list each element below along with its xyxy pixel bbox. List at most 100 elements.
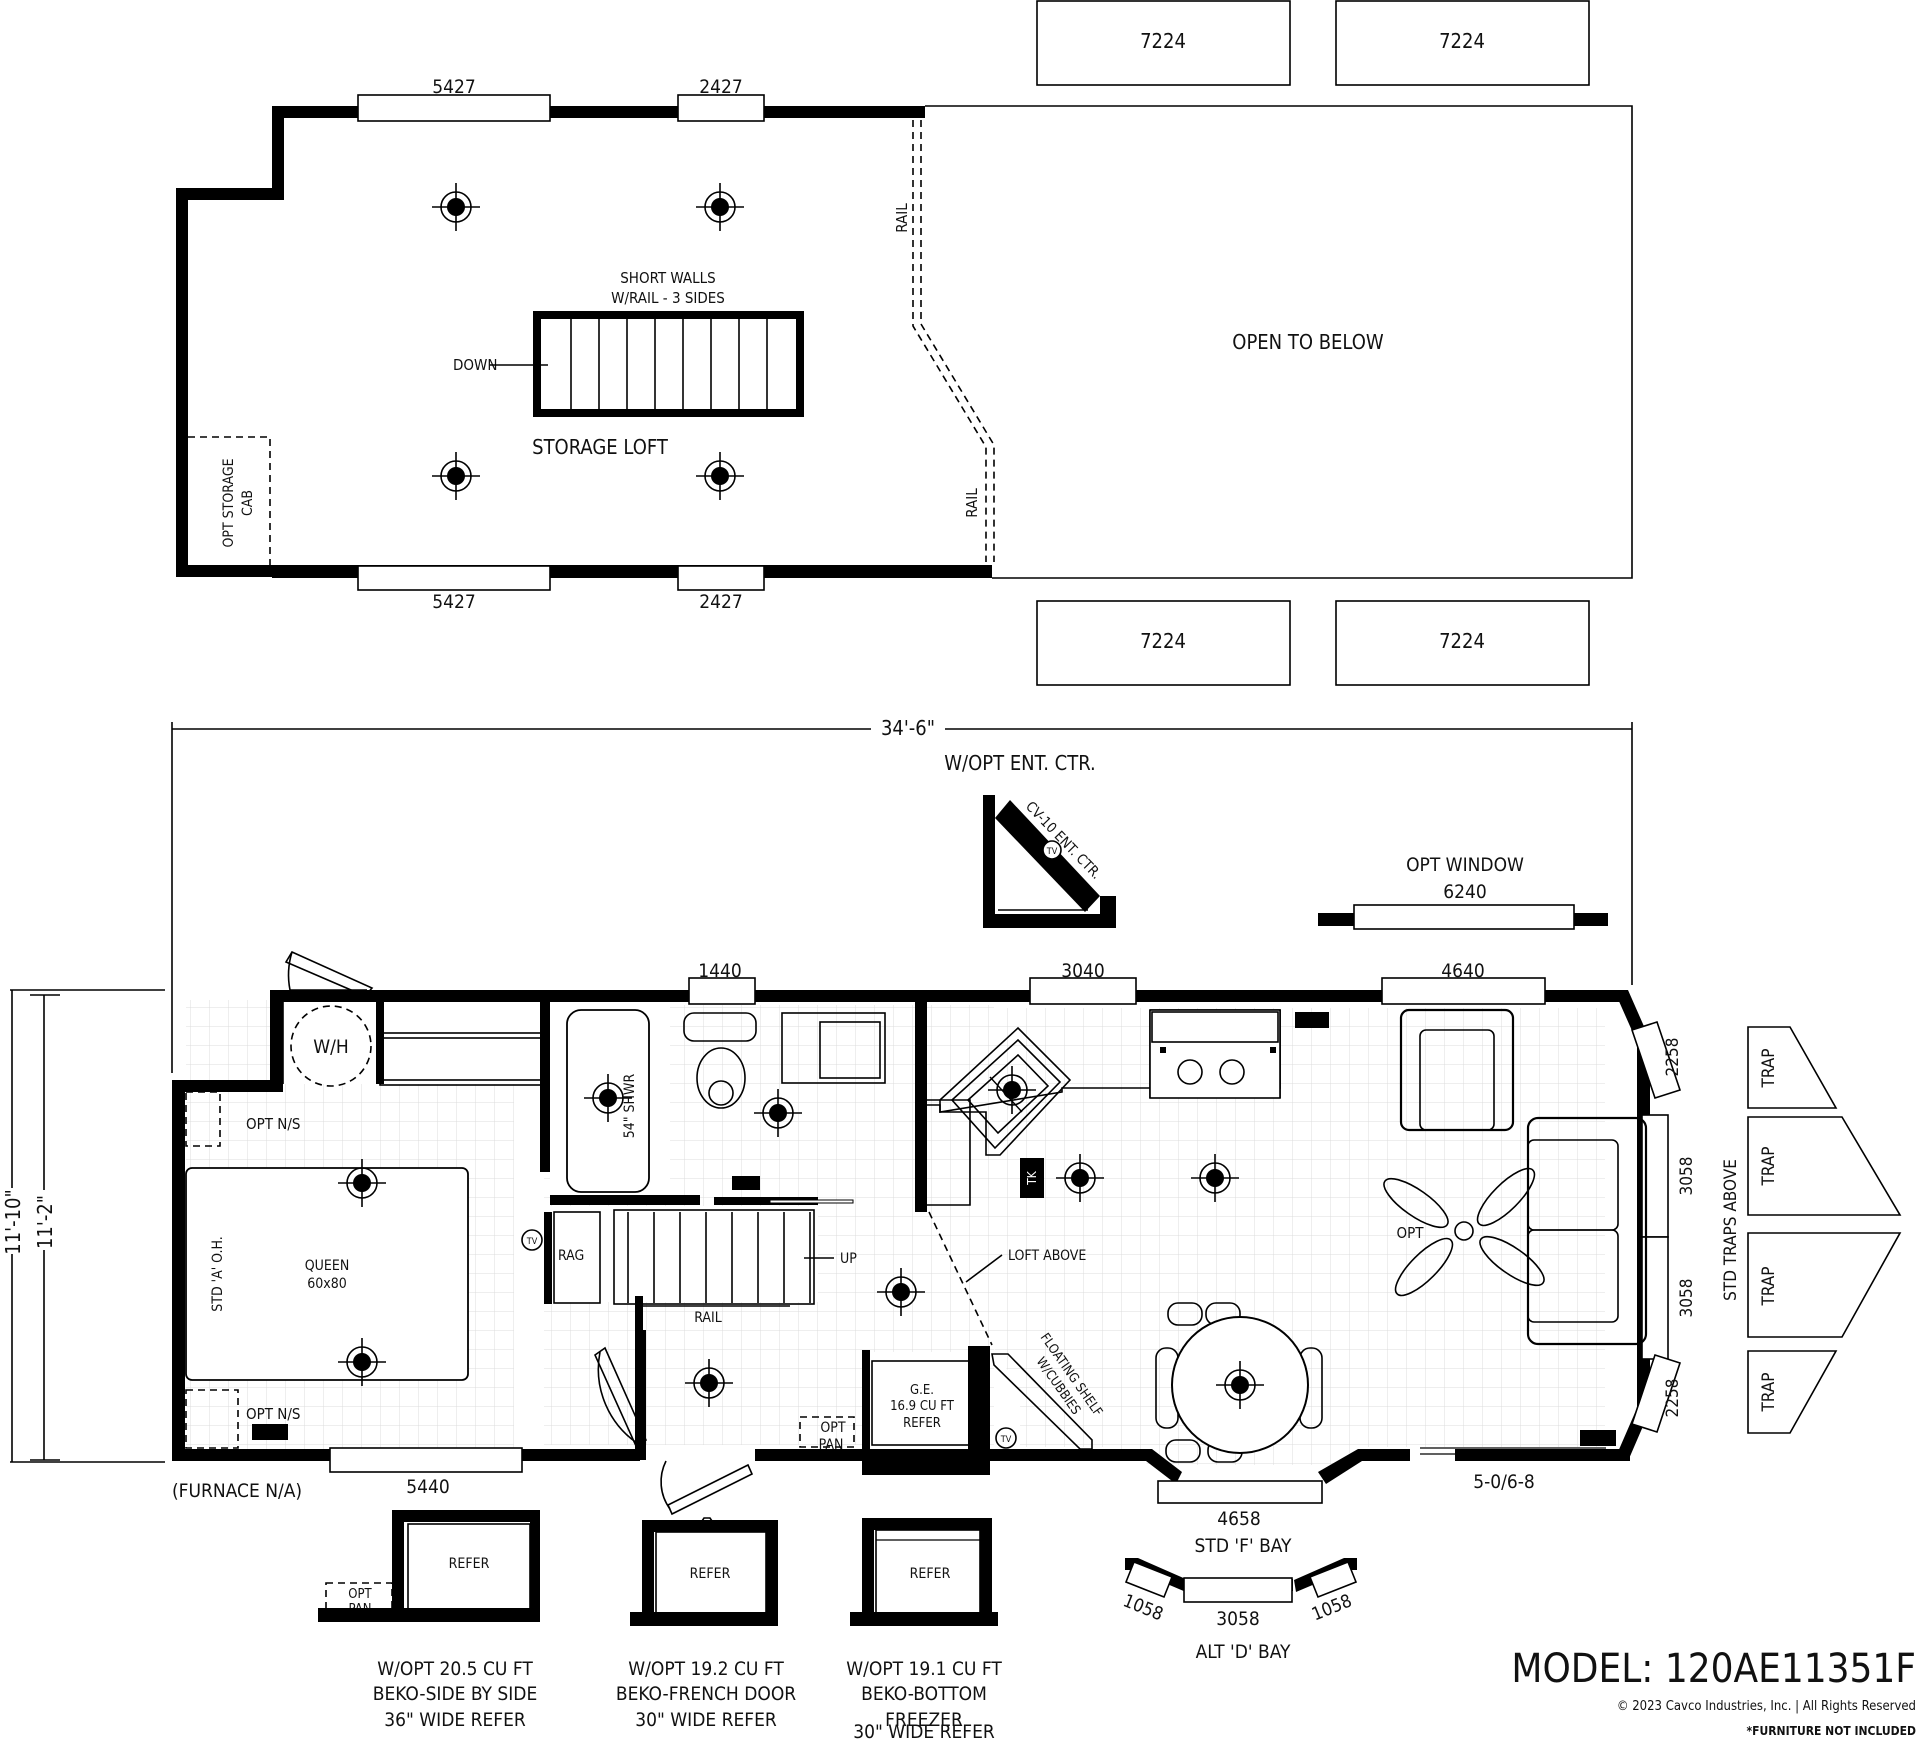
window — [1381, 977, 1546, 1005]
window — [677, 94, 765, 122]
stair-treads — [570, 319, 768, 409]
trap-label: TRAP — [1759, 1049, 1779, 1089]
bay-window — [1157, 1480, 1323, 1504]
opt-pan-label: PAN — [819, 1437, 844, 1453]
option-text: W/OPT 20.5 CU FT — [377, 1658, 533, 1680]
stair-up-label: UP — [840, 1251, 857, 1267]
option-text: BEKO-BOTTOM — [861, 1683, 987, 1705]
window-code: 3058 — [1677, 1157, 1697, 1196]
refer-options: OPT PAN REFER W/OPT 20.5 CU FT BEKO-SIDE… — [318, 1510, 1002, 1740]
window-code: 2427 — [699, 591, 743, 613]
exterior-wall — [270, 990, 283, 1085]
window-code: 1440 — [698, 960, 742, 982]
loft-plan: 7224 7224 5427 2427 5427 2427 OPEN TO BE… — [176, 0, 1633, 686]
tv-icon — [995, 1427, 1017, 1449]
window-code: 5427 — [432, 76, 476, 98]
tv-icon — [521, 1229, 543, 1251]
window-code: 4640 — [1441, 960, 1485, 982]
window — [1630, 1020, 1682, 1100]
dim-outer: 11'-10" — [1, 1189, 25, 1255]
ent-ctr-title: W/OPT ENT. CTR. — [944, 751, 1095, 775]
refer-label: REFER — [449, 1556, 490, 1572]
option-text: W/OPT 19.2 CU FT — [628, 1658, 784, 1680]
ceiling-light-icon — [695, 182, 745, 232]
window — [1029, 977, 1137, 1005]
fridge-label: REFER — [903, 1416, 941, 1431]
opt-window-code: 6240 — [1443, 881, 1487, 903]
skylight-label: 7224 — [1439, 29, 1485, 53]
main-plan: 34'-6" W/OPT ENT. CTR. CV-10 ENT. CTR. T… — [1, 716, 1902, 1557]
exterior-door[interactable] — [666, 1463, 754, 1516]
kitchen-counter — [939, 1026, 1072, 1156]
skylight-label: 7224 — [1140, 29, 1186, 53]
furnace-label: (FURNACE N/A) — [172, 1480, 302, 1502]
loft-above-label: LOFT ABOVE — [1008, 1248, 1086, 1264]
rail-label: RAIL — [963, 488, 981, 518]
loft-rail — [912, 120, 987, 562]
trash-label: TK — [1025, 1170, 1039, 1186]
option-text: 30" WIDE REFER — [635, 1709, 777, 1731]
storage-loft-label: STORAGE LOFT — [532, 435, 669, 459]
entry-door[interactable] — [284, 950, 374, 997]
std-bay-label: STD 'F' BAY — [1195, 1535, 1292, 1557]
exterior-wall-top — [270, 990, 1626, 1002]
stair-note: SHORT WALLS — [620, 269, 716, 287]
traps: TRAP TRAP TRAP TRAP STD TRAPS ABOVE — [1721, 1026, 1902, 1434]
interior-door[interactable] — [593, 1346, 648, 1448]
bay-window — [1124, 1560, 1174, 1599]
water-heater — [290, 1005, 372, 1087]
down-label: DOWN — [453, 356, 497, 374]
ceiling-light-icon — [695, 451, 745, 501]
nightstand-label: OPT N/S — [246, 1115, 301, 1133]
refer-option: REFER W/OPT 19.2 CU FT BEKO-FRENCH DOOR … — [616, 1517, 796, 1731]
bay-wall — [1318, 1449, 1410, 1484]
burner-icon — [1219, 1059, 1245, 1085]
window-code: 5427 — [432, 591, 476, 613]
alt-bay-label: ALT 'D' BAY — [1196, 1641, 1291, 1663]
ceiling-light-icon — [431, 451, 481, 501]
queen-bed — [185, 1167, 469, 1381]
skylight-box — [1036, 0, 1291, 86]
window — [357, 565, 551, 591]
tv-icon — [1042, 840, 1062, 860]
window-code: 3040 — [1061, 960, 1105, 982]
refer-option: OPT PAN REFER W/OPT 20.5 CU FT BEKO-SIDE… — [318, 1510, 540, 1731]
dishwasher — [927, 1099, 971, 1206]
furniture-note: *FURNITURE NOT INCLUDED — [1746, 1724, 1916, 1738]
option-text: W/OPT 19.1 CU FT — [846, 1658, 1002, 1680]
toilet-fan-icon — [708, 1080, 734, 1106]
rail-label: RAIL — [893, 203, 911, 233]
tv-label: TV — [1000, 1435, 1012, 1445]
exterior-wall-left — [172, 1080, 185, 1458]
bay-wall — [1110, 1449, 1182, 1484]
trap-label: TRAP — [1759, 1147, 1779, 1187]
window-code: 2258 — [1663, 1038, 1683, 1077]
window-code: 2427 — [699, 76, 743, 98]
exterior-wall-bottom — [1455, 1449, 1630, 1461]
opt-storage-cab — [188, 436, 271, 565]
opt-pan-label: OPT — [820, 1420, 846, 1436]
window — [329, 1447, 523, 1473]
slider-door-label: 5-0/6-8 — [1473, 1471, 1535, 1493]
bathroom-sink — [819, 1021, 881, 1079]
shower-label: 54" SHWR — [622, 1074, 638, 1139]
skylight-label: 7224 — [1439, 629, 1485, 653]
window-code: 2258 — [1663, 1379, 1683, 1418]
interior-wall — [915, 1002, 927, 1212]
floating-shelf — [991, 1353, 1093, 1450]
open-to-below-outline — [925, 105, 1633, 579]
fridge-label: G.E. — [910, 1383, 934, 1398]
trap-box — [1747, 1232, 1902, 1338]
fan-label: OPT — [1397, 1224, 1425, 1242]
tv-label: TV — [526, 1237, 538, 1247]
nightstand-label: OPT N/S — [246, 1405, 301, 1423]
storage-cab-label: OPT STORAGE — [221, 458, 237, 547]
tv-label: TV — [1046, 847, 1058, 857]
ent-ctr-wall — [983, 795, 1116, 928]
option-text: 30" WIDE REFER — [853, 1721, 995, 1740]
ceiling-light-icon — [431, 182, 481, 232]
toilet-tank — [683, 1012, 757, 1042]
option-text: BEKO-SIDE BY SIDE — [373, 1683, 538, 1705]
opt-window-label: OPT WINDOW — [1406, 854, 1524, 876]
